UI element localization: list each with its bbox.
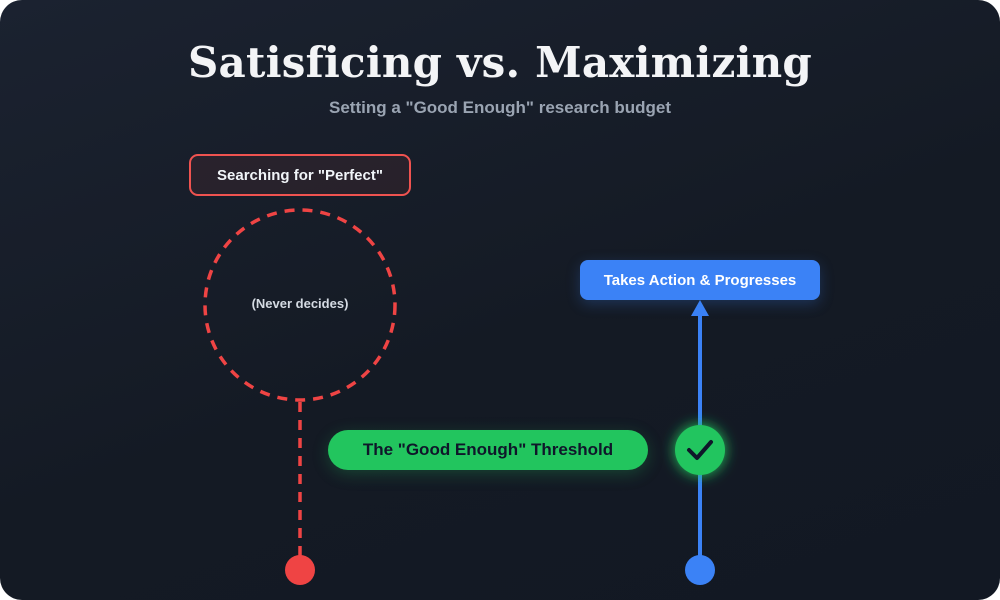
never-decides-text: (Never decides) [251,296,349,311]
satisficer-start-node [685,555,715,585]
perfect-search-loop [203,208,397,402]
checkmark-icon [687,440,713,460]
arrow-up-icon [691,300,709,316]
page-subtitle: Setting a "Good Enough" research budget [329,98,671,117]
threshold-check-node [675,425,725,475]
maximizer-start-node [285,555,315,585]
takes-action-label: Takes Action & Progresses [580,260,820,300]
perfect-search-label: Searching for "Perfect" [189,154,411,196]
good-enough-threshold-label: The "Good Enough" Threshold [328,430,648,470]
page-title: Satisficing vs. Maximizing [188,38,812,87]
